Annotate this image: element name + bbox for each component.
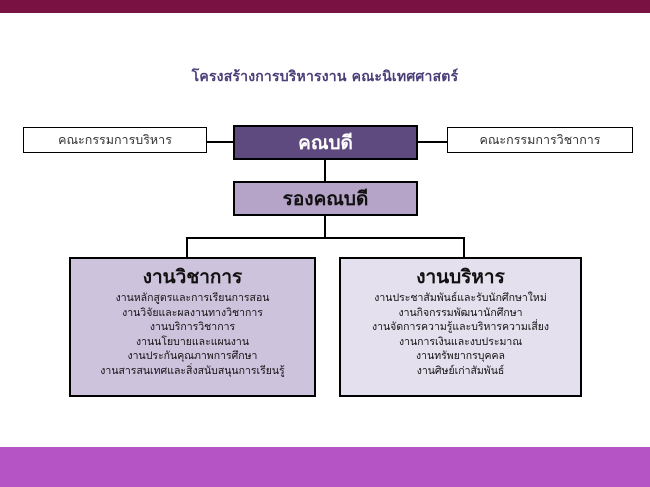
administration-item: งานทรัพยากรบุคคล: [416, 350, 505, 362]
connector-left-committee: [207, 141, 233, 143]
administration-item: งานการเงินและงบประมาณ: [398, 335, 523, 348]
administration-item: งานจัดการความรู้และบริหารความเสี่ยง: [371, 321, 550, 333]
administration-item: งานประชาสัมพันธ์และรับนักศึกษาใหม่: [374, 292, 547, 304]
connector-vice-down: [324, 216, 326, 238]
academic-item: งานวิจัยและผลงานทางวิชาการ: [122, 306, 263, 319]
academic-affairs-box: งานวิชาการ งานหลักสูตรและการเรียนการสอน …: [69, 257, 316, 397]
academic-committee-box: คณะกรรมการวิชาการ: [447, 127, 633, 153]
academic-affairs-title: งานวิชาการ: [142, 266, 243, 288]
administration-item: งานศิษย์เก่าสัมพันธ์: [416, 364, 505, 377]
academic-item: งานนโยบายและแผนงาน: [135, 335, 250, 348]
chart-title: โครงสร้างการบริหารงาน คณะนิเทศศาสตร์: [191, 69, 459, 85]
executive-committee-label: คณะกรรมการบริหาร: [58, 132, 172, 147]
academic-item: งานหลักสูตรและการเรียนการสอน: [115, 292, 270, 304]
connector-horizontal: [186, 237, 465, 239]
executive-committee-box: คณะกรรมการบริหาร: [23, 127, 207, 153]
connector-dean-vice: [324, 160, 326, 181]
administration-title: งานบริหาร: [416, 266, 505, 288]
dean-label: คณบดี: [298, 131, 353, 154]
connector-administration: [463, 237, 465, 257]
top-accent-bar: [0, 0, 650, 13]
connector-academic: [186, 237, 188, 257]
bottom-accent-bar: [0, 447, 650, 487]
academic-item: งานบริการวิชาการ: [149, 321, 236, 333]
academic-item: งานประกันคุณภาพการศึกษา: [127, 350, 258, 362]
administration-box: งานบริหาร งานประชาสัมพันธ์และรับนักศึกษา…: [339, 257, 582, 397]
vice-dean-box: รองคณบดี: [233, 181, 418, 216]
vice-dean-label: รองคณบดี: [282, 187, 369, 210]
academic-committee-label: คณะกรรมการวิชาการ: [479, 132, 601, 147]
connector-right-committee: [418, 141, 447, 143]
administration-item: งานกิจกรรมพัฒนานักศึกษา: [398, 306, 523, 319]
dean-box: คณบดี: [233, 125, 418, 160]
academic-item: งานสารสนเทศและสิ่งสนับสนุนการเรียนรู้: [100, 364, 285, 377]
